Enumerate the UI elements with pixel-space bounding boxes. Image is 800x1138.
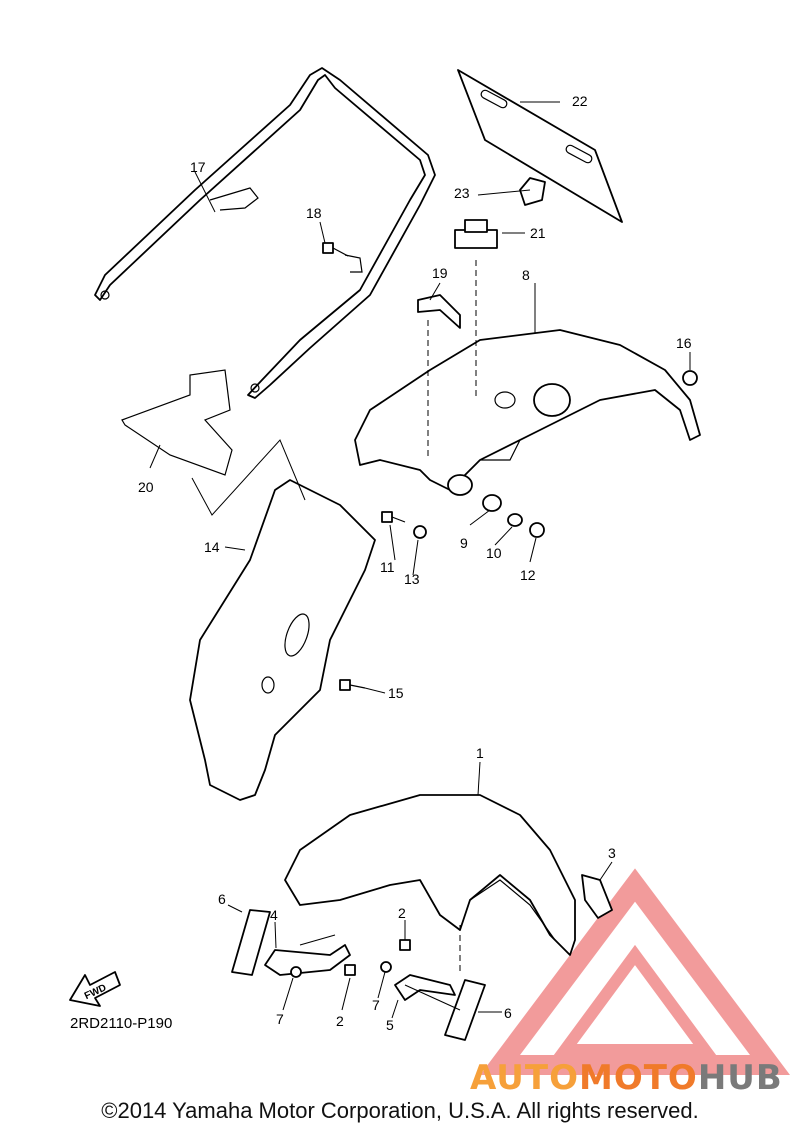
part-21-license-light [454, 219, 498, 249]
part-9-collar [482, 494, 502, 512]
part-8-rear-fender [354, 329, 701, 496]
part-17-grab-bar [94, 67, 436, 399]
callout-7: 7 [276, 1011, 284, 1027]
callout-19: 19 [432, 265, 448, 281]
part-5-bracket [394, 974, 456, 1001]
part-7-nut-b [380, 961, 392, 973]
part-15-bolt [339, 679, 366, 691]
part-1-front-fender [284, 794, 576, 956]
watermark-logo [480, 868, 790, 1075]
part-2-bolt-b [344, 964, 356, 976]
part-10-spacer [507, 513, 523, 527]
part-16-nut [682, 370, 698, 386]
callout-15: 15 [388, 685, 404, 701]
callout-3: 3 [608, 845, 616, 861]
part-23-damper [519, 177, 546, 206]
callout-6: 6 [504, 1005, 512, 1021]
callout-2: 2 [336, 1013, 344, 1029]
callout-17: 17 [190, 159, 206, 175]
part-14-rear-fender-flap [189, 479, 376, 801]
part-12-nut [529, 522, 545, 538]
part-20-sheet [121, 369, 233, 476]
watermark-text: AUTOMOTOHUB [470, 1058, 783, 1098]
callout-8: 8 [522, 267, 530, 283]
callout-11: 11 [380, 559, 395, 575]
guide-lines [191, 260, 477, 1011]
part-13-washer [413, 525, 427, 539]
part-11-bolt [381, 511, 406, 523]
copyright-text: ©2014 Yamaha Motor Corporation, U.S.A. A… [101, 1098, 699, 1123]
callout-16: 16 [676, 335, 692, 351]
diagram-code: 2RD2110-P190 [70, 1015, 173, 1032]
watermark-moto: MOTO [578, 1058, 698, 1098]
part-6-reflector-right [444, 979, 486, 1041]
callout-20: 20 [138, 479, 154, 495]
part-18-bolt [322, 242, 349, 257]
callout-5: 5 [386, 1017, 394, 1033]
watermark-hub: HUB [697, 1058, 783, 1098]
part-6-reflector-left [231, 909, 271, 976]
callout-10: 10 [486, 545, 502, 561]
callout-14: 14 [204, 539, 220, 555]
part-4-bracket [264, 944, 351, 976]
callout-2: 2 [398, 905, 406, 921]
callout-1: 1 [476, 745, 484, 761]
callout-4: 4 [270, 907, 278, 923]
part-7-nut-a [290, 966, 302, 978]
callout-12: 12 [520, 567, 536, 583]
watermark-auto: AUTO [470, 1058, 579, 1098]
callout-6: 6 [218, 891, 226, 907]
callout-21: 21 [530, 225, 546, 241]
fwd-arrow-icon: FWD [69, 971, 121, 1007]
part-22-license-plate-bracket [457, 69, 623, 223]
part-19-bracket [417, 294, 461, 329]
callout-labels: 1 2 2 3 4 5 6 6 7 7 8 9 10 11 12 13 14 1… [138, 93, 692, 1033]
callout-7: 7 [372, 997, 380, 1013]
leader-lines [149, 101, 691, 1019]
part-3-bracket [581, 874, 613, 919]
callout-23: 23 [454, 185, 470, 201]
callout-9: 9 [460, 535, 468, 551]
callout-13: 13 [404, 571, 420, 587]
callout-18: 18 [306, 205, 322, 221]
part-2-bolt-a [399, 939, 411, 951]
callout-22: 22 [572, 93, 588, 109]
